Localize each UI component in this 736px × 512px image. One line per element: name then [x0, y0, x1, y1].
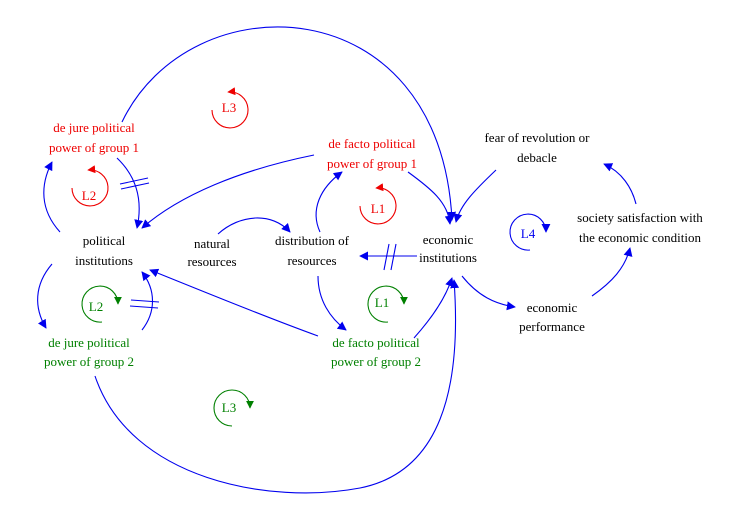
node-label-line: resources	[287, 253, 336, 268]
delay-mark	[130, 299, 160, 303]
loop-label: L4	[521, 226, 536, 241]
node-natural-resources: natural resources	[187, 236, 236, 269]
node-label-line: the economic condition	[579, 230, 702, 245]
delay-mark	[129, 305, 159, 309]
edge-satisfaction-to-fear	[603, 163, 637, 205]
edge-defacto2-to-economic	[413, 277, 454, 339]
node-label-line: power of group 2	[331, 354, 421, 369]
edge-economic-to-performance	[461, 275, 516, 311]
node-label-line: debacle	[517, 150, 557, 165]
edge-natural-to-distribution	[217, 217, 291, 235]
node-label-line: fear of revolution or	[484, 130, 590, 145]
node-label-line: economic	[527, 300, 578, 315]
node-label-line: distribution of	[275, 233, 350, 248]
node-label-line: institutions	[419, 250, 477, 265]
edge-distribution-to-defacto2	[317, 275, 347, 331]
edge-political-to-dejure1	[43, 161, 61, 233]
node-economic-institutions: economic institutions	[419, 232, 477, 265]
edge-defacto2-to-political	[149, 268, 319, 337]
node-label-line: de facto political	[332, 335, 420, 350]
delay-mark	[120, 182, 150, 190]
loop-l1-bottom: L1	[367, 285, 408, 323]
edge-dejure2-to-economic-bottom	[94, 279, 460, 494]
delay-mark	[119, 177, 149, 185]
node-label-line: power of group 1	[327, 156, 417, 171]
node-fear-of-revolution: fear of revolution or debacle	[484, 130, 590, 165]
node-label-line: power of group 1	[49, 140, 139, 155]
node-label-line: power of group 2	[44, 354, 134, 369]
node-label-line: resources	[187, 254, 236, 269]
loop-label: L1	[375, 295, 389, 310]
node-economic-performance: economic performance	[519, 300, 585, 334]
edge-fear-to-economic	[453, 169, 497, 223]
node-label-line: de jure political	[53, 120, 135, 135]
edge-performance-to-satisfaction	[591, 247, 633, 297]
delay-mark	[383, 243, 390, 271]
node-defacto-power-group2: de facto political power of group 2	[331, 335, 421, 369]
loop-l4: L4	[509, 213, 551, 251]
delay-mark	[390, 243, 397, 271]
node-label-line: performance	[519, 319, 585, 334]
edge-defacto1-to-political	[141, 154, 315, 229]
node-label-line: natural	[194, 236, 230, 251]
node-label-line: economic	[423, 232, 474, 247]
node-dejure-power-group1: de jure political power of group 1	[49, 120, 139, 155]
edge-distribution-to-defacto1	[315, 171, 343, 233]
loop-l3-bottom: L3	[213, 389, 254, 427]
node-label-line: society satisfaction with	[577, 210, 703, 225]
node-distribution-of-resources: distribution of resources	[275, 233, 350, 268]
loop-label: L1	[371, 201, 385, 216]
loop-label: L2	[82, 188, 96, 203]
node-label-line: political	[83, 233, 126, 248]
loop-label: L3	[222, 100, 236, 115]
node-dejure-power-group2: de jure political power of group 2	[44, 335, 134, 369]
node-defacto-power-group1: de facto political power of group 1	[327, 136, 417, 171]
edge-defacto1-to-economic	[407, 171, 454, 225]
edge-dejure1-to-political	[116, 157, 144, 229]
loop-l3-top: L3	[211, 87, 249, 129]
loop-l2-bottom: L2	[81, 285, 122, 323]
loop-label: L2	[89, 299, 103, 314]
node-label-line: institutions	[75, 253, 133, 268]
node-political-institutions: political institutions	[75, 233, 133, 268]
loop-l2-top: L2	[71, 165, 109, 207]
edge-political-to-economic-top	[121, 26, 457, 221]
loop-l1-top: L1	[359, 183, 397, 225]
node-label-line: de jure political	[48, 335, 130, 350]
node-label-line: de facto political	[328, 136, 416, 151]
edge-political-to-dejure2	[37, 263, 53, 329]
node-society-satisfaction: society satisfaction with the economic c…	[577, 210, 703, 245]
loop-label: L3	[222, 400, 236, 415]
